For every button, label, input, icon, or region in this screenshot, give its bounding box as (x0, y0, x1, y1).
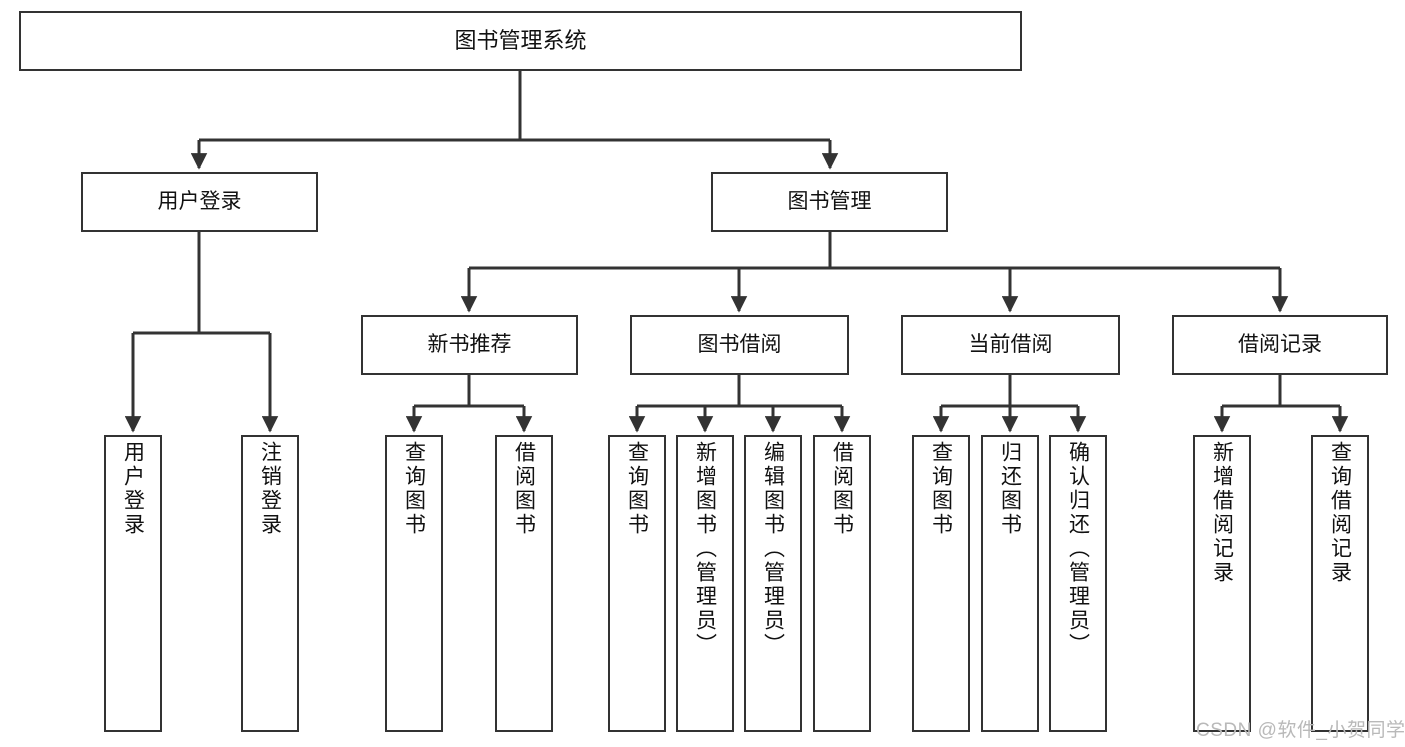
node-leaf-query-book-borrow[interactable]: 查询图书 (608, 435, 666, 732)
node-leaf-add-book-admin[interactable]: 新增图书（管理员） (676, 435, 734, 732)
node-book-borrow-label: 图书借阅 (697, 332, 782, 356)
node-leaf-edit-book-admin-label: 编辑图书（管理员） (761, 441, 785, 657)
node-leaf-query-book-recommend[interactable]: 查询图书 (385, 435, 443, 732)
node-user-login-label: 用户登录 (157, 189, 242, 213)
node-book-management-label: 图书管理 (787, 189, 872, 213)
node-borrow-records-label: 借阅记录 (1238, 332, 1322, 356)
node-book-management[interactable]: 图书管理 (711, 172, 948, 232)
node-leaf-borrow-book-recommend-label: 借阅图书 (512, 441, 536, 537)
node-leaf-query-borrow-record-label: 查询借阅记录 (1328, 441, 1352, 585)
node-user-login[interactable]: 用户登录 (81, 172, 318, 232)
node-leaf-return-book[interactable]: 归还图书 (981, 435, 1039, 732)
node-leaf-query-book-current-label: 查询图书 (929, 441, 953, 537)
node-leaf-logout[interactable]: 注销登录 (241, 435, 299, 732)
node-leaf-add-book-admin-label: 新增图书（管理员） (693, 441, 717, 657)
node-leaf-return-book-label: 归还图书 (998, 441, 1022, 537)
node-current-borrow[interactable]: 当前借阅 (901, 315, 1120, 375)
node-new-book-recommend-label: 新书推荐 (427, 332, 512, 356)
node-leaf-edit-book-admin[interactable]: 编辑图书（管理员） (744, 435, 802, 732)
node-leaf-user-login-label: 用户登录 (121, 441, 145, 537)
node-leaf-add-borrow-record[interactable]: 新增借阅记录 (1193, 435, 1251, 732)
node-leaf-query-book-current[interactable]: 查询图书 (912, 435, 970, 732)
node-leaf-user-login[interactable]: 用户登录 (104, 435, 162, 732)
node-leaf-query-borrow-record[interactable]: 查询借阅记录 (1311, 435, 1369, 732)
node-leaf-borrow-book-recommend[interactable]: 借阅图书 (495, 435, 553, 732)
node-borrow-records[interactable]: 借阅记录 (1172, 315, 1388, 375)
node-root-system[interactable]: 图书管理系统 (19, 11, 1022, 71)
node-current-borrow-label: 当前借阅 (968, 332, 1053, 356)
node-leaf-add-borrow-record-label: 新增借阅记录 (1210, 441, 1234, 585)
node-new-book-recommend[interactable]: 新书推荐 (361, 315, 578, 375)
node-leaf-borrow-book[interactable]: 借阅图书 (813, 435, 871, 732)
node-leaf-confirm-return-admin-label: 确认归还（管理员） (1066, 441, 1090, 657)
node-book-borrow[interactable]: 图书借阅 (630, 315, 849, 375)
node-root-system-label: 图书管理系统 (454, 28, 587, 54)
node-leaf-query-book-recommend-label: 查询图书 (402, 441, 426, 537)
node-leaf-query-book-borrow-label: 查询图书 (625, 441, 649, 537)
node-leaf-confirm-return-admin[interactable]: 确认归还（管理员） (1049, 435, 1107, 732)
node-leaf-logout-label: 注销登录 (258, 441, 282, 537)
node-leaf-borrow-book-label: 借阅图书 (830, 441, 854, 537)
